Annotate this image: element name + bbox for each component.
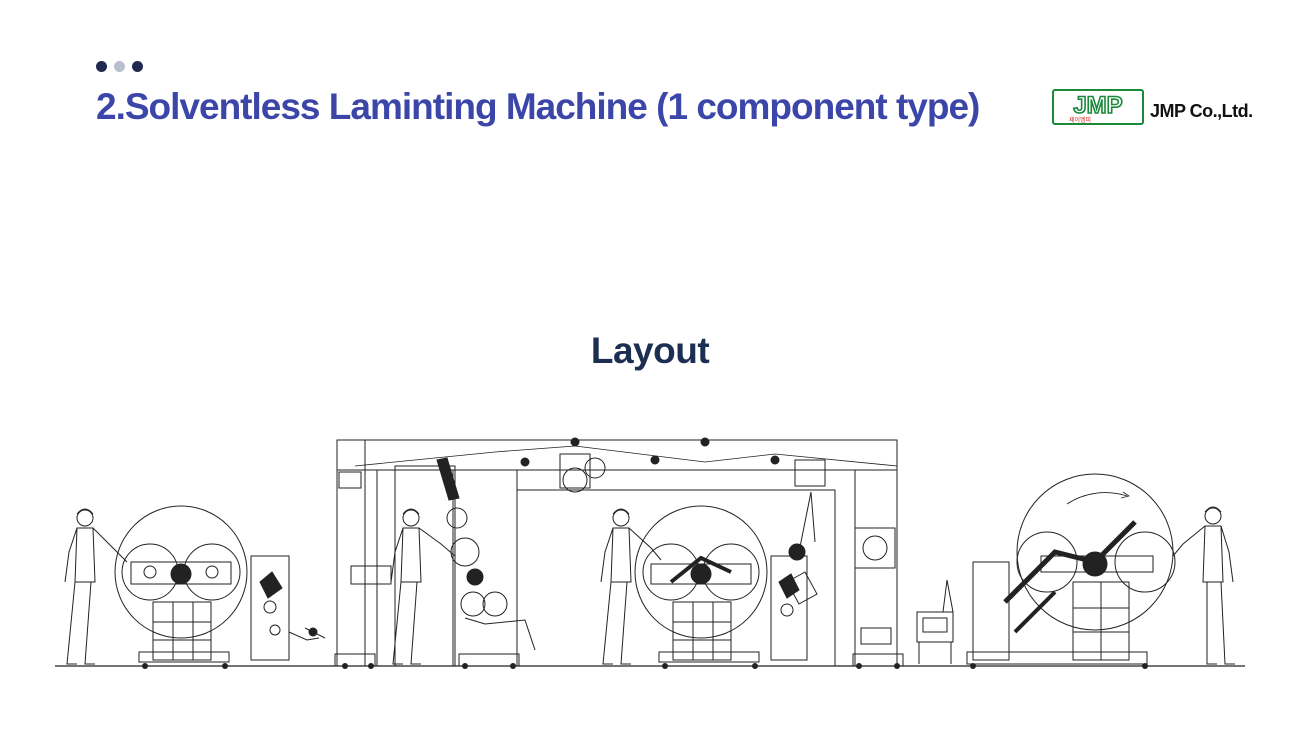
jmp-logo-icon: JMP 제이엠피 bbox=[1052, 89, 1144, 125]
logo-korean-text: 제이엠피 bbox=[1069, 116, 1091, 124]
section-heading: Layout bbox=[590, 330, 710, 371]
unwinder-1 bbox=[114, 505, 326, 663]
page-title: 2.Solventless Laminting Machine (1 compo… bbox=[96, 86, 980, 127]
machine-layout-drawing bbox=[55, 437, 1245, 669]
decorative-dots bbox=[96, 61, 143, 72]
machine-wheels bbox=[142, 663, 1148, 669]
dot-2 bbox=[114, 61, 125, 72]
operator-figure-right bbox=[1172, 506, 1235, 665]
coating-frame bbox=[334, 437, 904, 667]
rewinder bbox=[966, 473, 1176, 665]
operator-figure-left bbox=[64, 508, 128, 665]
dot-1 bbox=[96, 61, 107, 72]
dot-3 bbox=[132, 61, 143, 72]
unwinder-2 bbox=[634, 505, 808, 663]
company-logo: JMP 제이엠피 JMP Co.,Ltd. bbox=[1052, 89, 1253, 125]
control-cart bbox=[916, 579, 954, 664]
operator-figure-center bbox=[600, 508, 662, 665]
company-name: JMP Co.,Ltd. bbox=[1150, 100, 1253, 121]
logo-mark-text: JMP bbox=[1073, 92, 1122, 119]
operator-figure-middle bbox=[390, 508, 456, 665]
